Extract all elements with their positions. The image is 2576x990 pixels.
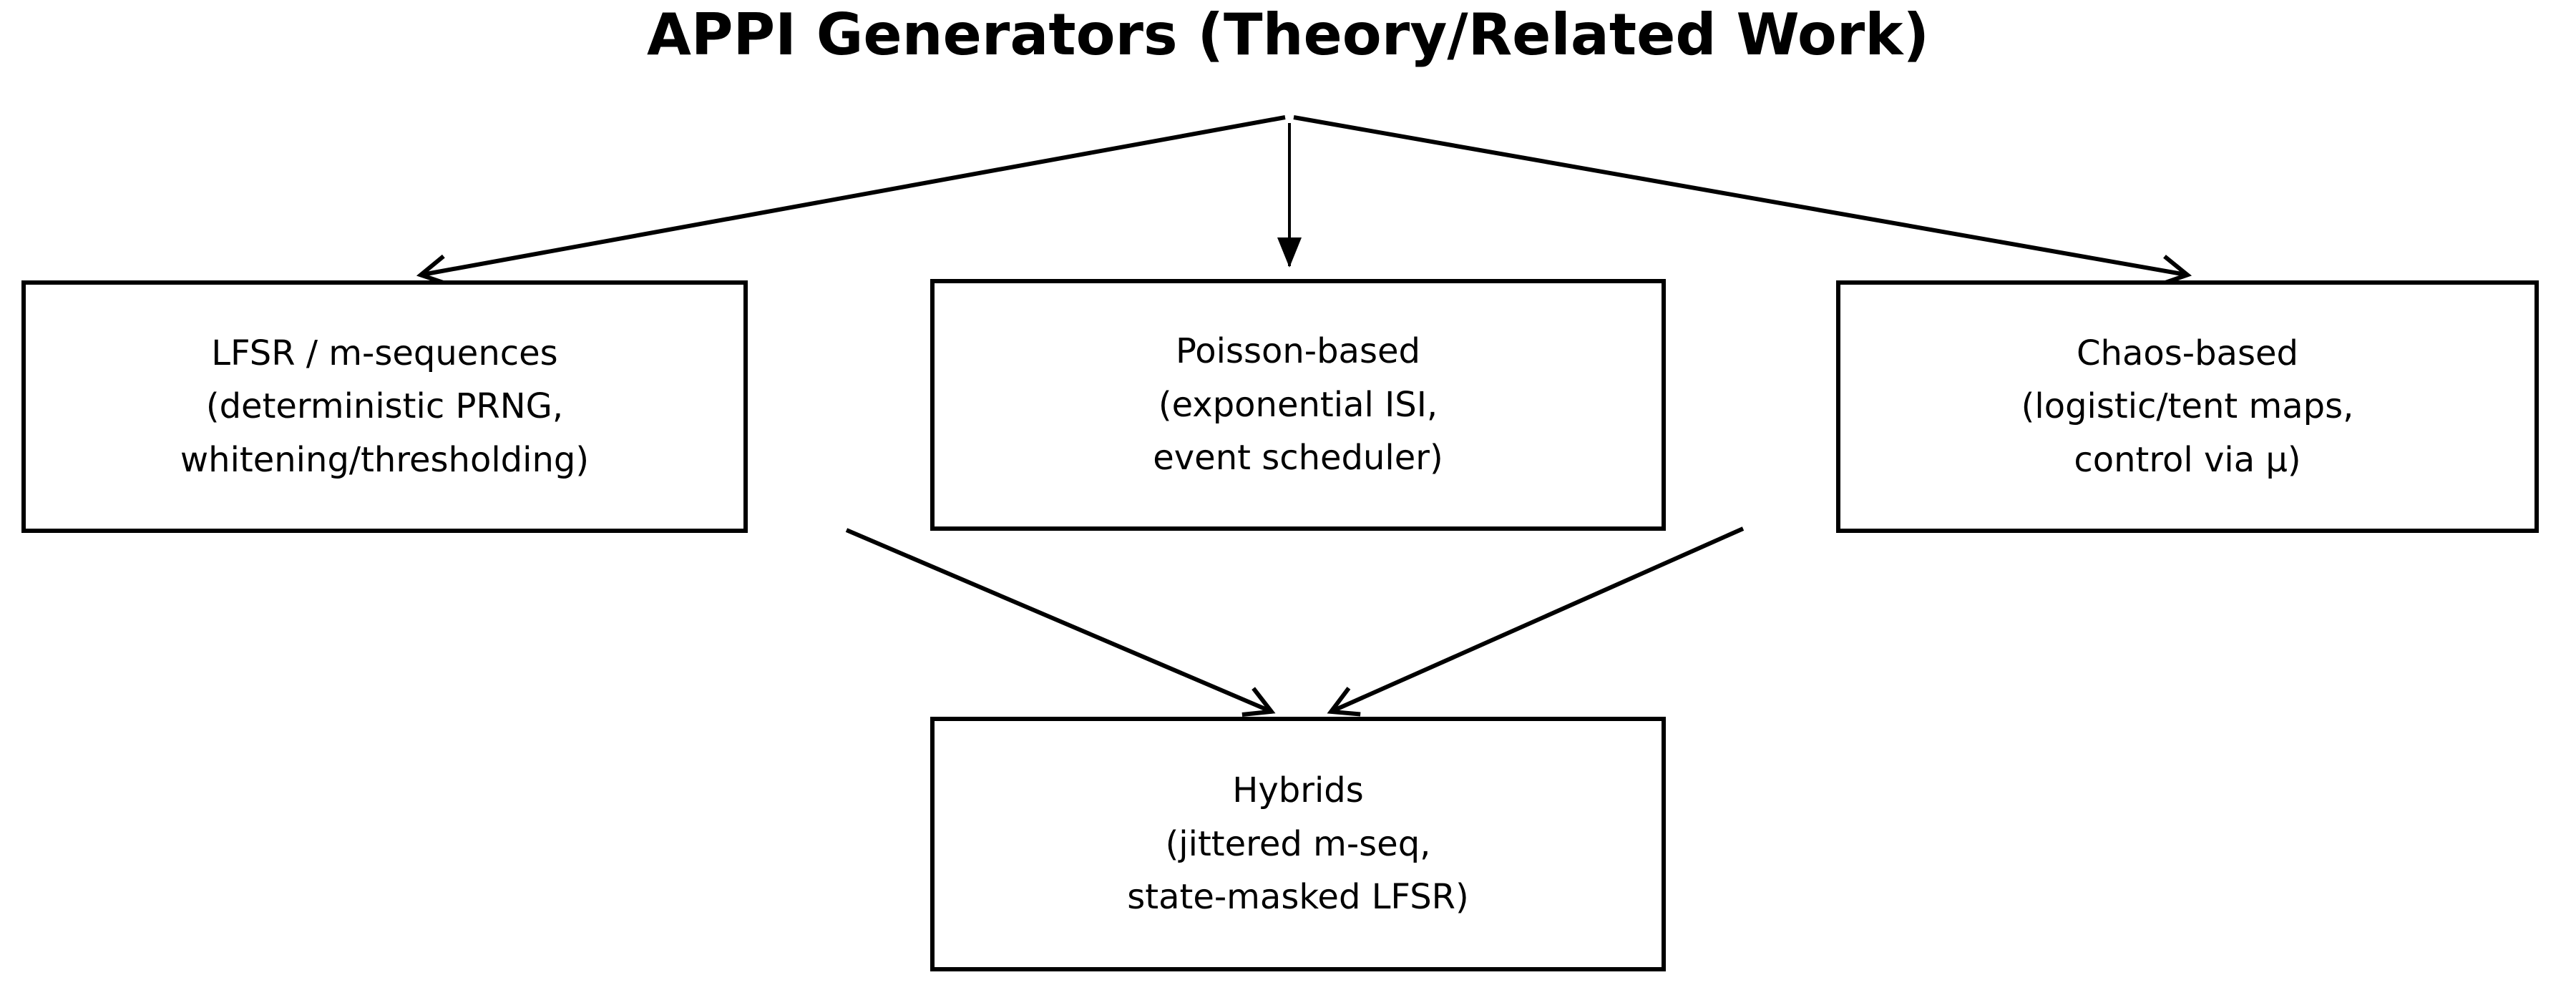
node-lfsr: LFSR / m-sequences (deterministic PRNG, … <box>21 280 748 533</box>
node-hybrids-label: Hybrids (jittered m-seq, state-masked LF… <box>1127 770 1469 918</box>
diagram-title: APPI Generators (Theory/Related Work) <box>646 1 1930 68</box>
node-chaos: Chaos-based (logistic/tent maps, control… <box>1836 280 2539 533</box>
node-poisson-label: Poisson-based (exponential ISI, event sc… <box>1153 331 1443 479</box>
edge-title-to-lfsr <box>416 115 1286 287</box>
edge-lfsr-to-hybrids <box>845 528 1276 717</box>
node-poisson: Poisson-based (exponential ISI, event sc… <box>930 279 1666 531</box>
node-hybrids: Hybrids (jittered m-seq, state-masked LF… <box>930 717 1666 971</box>
edge-chaos-to-hybrids <box>1327 526 1745 717</box>
node-chaos-label: Chaos-based (logistic/tent maps, control… <box>2021 333 2354 480</box>
node-lfsr-label: LFSR / m-sequences (deterministic PRNG, … <box>180 333 590 480</box>
edge-title-to-chaos <box>1293 115 2192 287</box>
